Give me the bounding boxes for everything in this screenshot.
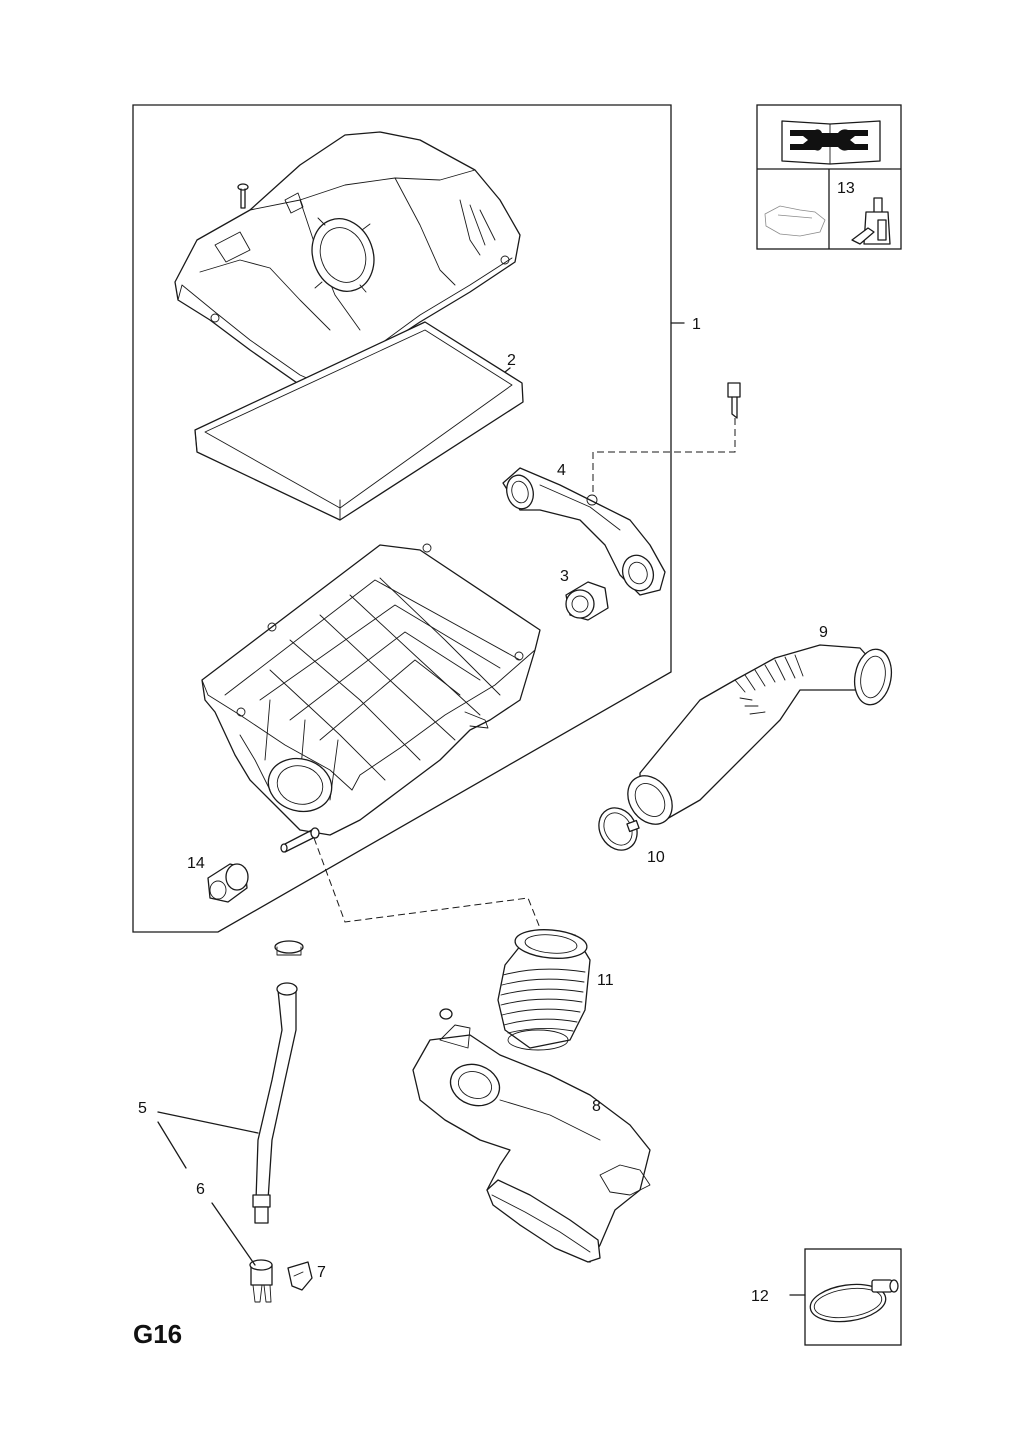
callout-1: 1 [692, 316, 701, 333]
grommet [565, 581, 609, 621]
cover-screw [237, 183, 249, 209]
intake-hose [627, 644, 893, 825]
filter-element [194, 321, 524, 521]
hose-clamp-icon [809, 1279, 899, 1323]
callout-leader-5-6 [157, 1121, 187, 1169]
bracket [502, 467, 666, 596]
housing-pin [280, 827, 320, 853]
bellows [497, 929, 591, 1051]
callout-13: 13 [837, 180, 855, 197]
callout-14: 14 [187, 855, 205, 872]
callout-2: 2 [507, 352, 516, 369]
air-cleaner-housing [201, 543, 541, 836]
engine-outline-icon [764, 205, 826, 237]
callout-5: 5 [138, 1100, 147, 1117]
callout-3: 3 [560, 568, 569, 585]
diagram-code: G16 [133, 1319, 182, 1349]
breather-hose [252, 940, 304, 1224]
callout-leader-5 [157, 1111, 259, 1134]
mount-grommet [207, 863, 249, 903]
dashed-leader-bellows [313, 837, 541, 929]
hose-clamp [598, 807, 640, 851]
callout-9: 9 [819, 624, 828, 641]
callout-7: 7 [317, 1264, 326, 1281]
callout-11: 11 [597, 972, 614, 989]
sensor-icon [851, 197, 891, 245]
callout-12: 12 [751, 1288, 769, 1305]
callout-10: 10 [647, 849, 665, 866]
clamp-box [789, 1248, 902, 1346]
intake-duct [412, 1008, 651, 1263]
bracket-screw [727, 382, 741, 419]
callout-4: 4 [557, 462, 566, 479]
dashed-leader-bracket [592, 418, 736, 495]
manual-wrench-icon [781, 120, 881, 165]
connector [249, 1259, 273, 1303]
clip [287, 1261, 313, 1291]
legend-box [756, 104, 902, 250]
callout-leader-2 [504, 367, 511, 373]
callout-8: 8 [592, 1098, 601, 1115]
callout-6: 6 [196, 1181, 205, 1198]
callout-leader-6 [211, 1202, 256, 1266]
assembly-frame [132, 104, 672, 933]
